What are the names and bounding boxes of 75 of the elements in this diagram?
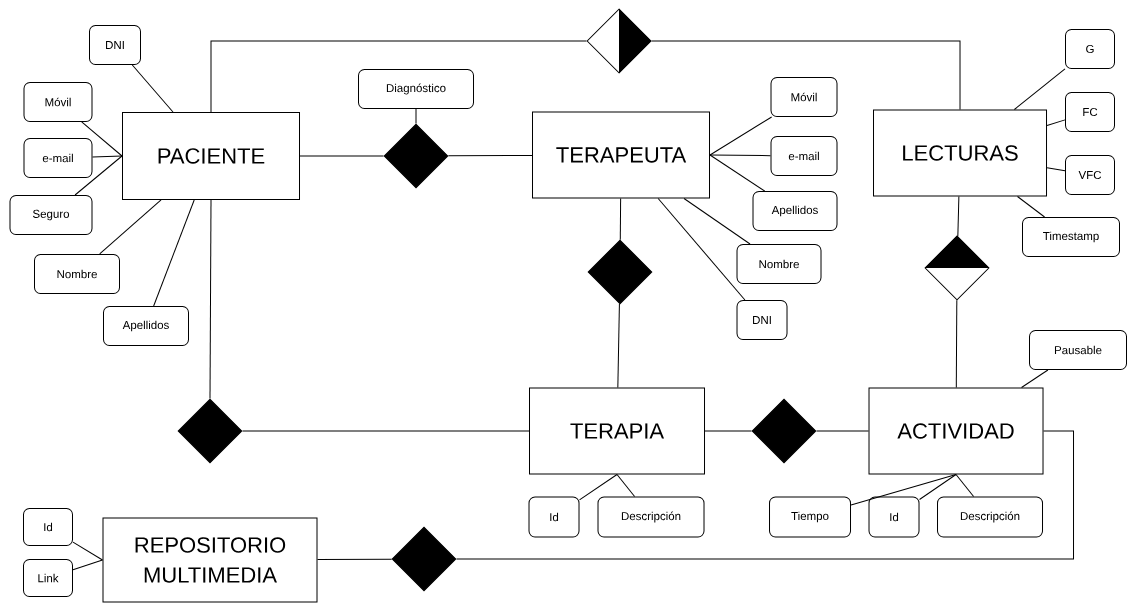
connector-line	[72, 559, 103, 571]
attribute-box: Apellidos	[752, 191, 838, 231]
entity-box: PACIENTE	[122, 112, 300, 200]
connector-line	[99, 199, 162, 255]
attribute-box: DNI	[89, 25, 141, 65]
connector-line	[709, 154, 771, 157]
relationship-diamond	[177, 398, 243, 464]
attribute-box: e-mail	[770, 136, 838, 176]
connector-line	[683, 198, 751, 245]
attribute-box: FC	[1065, 92, 1115, 132]
attribute-box: Timestamp	[1022, 217, 1120, 257]
connector-line	[816, 430, 869, 432]
connector-line	[616, 474, 636, 497]
attribute-box: Móvil	[23, 82, 93, 122]
connector-line	[209, 199, 212, 399]
connector-line	[955, 474, 975, 497]
entity-box: REPOSITORIO MULTIMEDIA	[102, 517, 318, 603]
attribute-box: Nombre	[34, 254, 120, 294]
connector-line	[617, 303, 620, 388]
connector-line	[955, 299, 958, 388]
attribute-box: Descripción	[937, 496, 1043, 538]
attribute-box: Id	[868, 496, 920, 538]
connector-line	[919, 474, 957, 500]
entity-box: LECTURAS	[873, 109, 1047, 197]
connector-line	[299, 155, 384, 157]
connector-line	[619, 198, 622, 241]
connector-line	[153, 199, 195, 307]
connector-line	[1021, 369, 1049, 388]
connector-line	[850, 474, 957, 506]
attribute-box: Id	[528, 496, 580, 538]
connector-line	[456, 430, 1074, 560]
relationship-diamond	[924, 235, 990, 301]
connector-line	[447, 154, 533, 157]
attribute-box: Tiempo	[769, 496, 851, 538]
entity-box: ACTIVIDAD	[868, 387, 1044, 475]
relationship-diamond	[391, 526, 457, 592]
connector-line	[1046, 119, 1066, 127]
connector-line	[415, 108, 417, 124]
connector-line	[1046, 167, 1066, 172]
connector-line	[651, 40, 961, 110]
connector-line	[131, 64, 174, 113]
connector-line	[709, 116, 773, 156]
attribute-box: e-mail	[23, 138, 93, 178]
connector-line	[657, 198, 746, 301]
attribute-box: Diagnóstico	[358, 69, 474, 109]
entity-box: TERAPEUTA	[532, 111, 710, 199]
connector-line	[579, 474, 618, 501]
attribute-box: Id	[23, 508, 73, 546]
connector-line	[92, 155, 123, 158]
connector-line	[81, 121, 123, 157]
connector-line	[242, 430, 530, 432]
attribute-box: Descripción	[597, 496, 705, 538]
attribute-box: DNI	[736, 300, 788, 340]
entity-box: TERAPIA	[529, 387, 705, 475]
connector-line	[1013, 68, 1066, 110]
connector-line	[704, 430, 752, 432]
relationship-diamond	[587, 239, 653, 305]
attribute-box: Seguro	[9, 195, 93, 235]
attribute-box: Pausable	[1029, 330, 1127, 370]
attribute-box: Móvil	[770, 77, 838, 117]
attribute-box: Link	[23, 559, 73, 597]
attribute-box: G	[1065, 29, 1115, 69]
connector-line	[317, 558, 393, 560]
connector-line	[210, 40, 587, 113]
attribute-box: Apellidos	[103, 306, 189, 346]
connector-line	[1017, 196, 1046, 218]
relationship-diamond	[751, 398, 817, 464]
attribute-box: Nombre	[736, 244, 822, 284]
relationship-diamond	[586, 8, 652, 74]
connector-line	[709, 154, 766, 192]
connector-line	[957, 196, 960, 237]
connector-line	[74, 155, 123, 196]
attribute-box: VFC	[1065, 155, 1115, 195]
connector-line	[72, 541, 103, 561]
relationship-diamond	[383, 123, 449, 189]
